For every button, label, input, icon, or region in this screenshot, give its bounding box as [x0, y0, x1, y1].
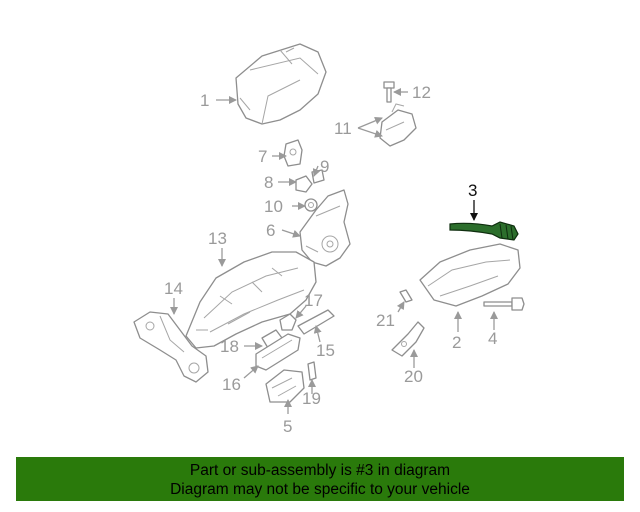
part-5-actuator: [265, 369, 305, 403]
part-2-lower-shroud: [419, 243, 521, 307]
part-20-bracket: [391, 321, 425, 357]
callout-1: 1: [200, 91, 209, 110]
info-banner: Part or sub-assembly is #3 in diagram Di…: [16, 457, 624, 501]
callout-20: 20: [404, 367, 423, 386]
callout-19: 19: [302, 389, 321, 408]
callout-6: 6: [266, 221, 275, 240]
part-1-upper-shroud: [235, 43, 327, 125]
part-8-nut: [295, 175, 313, 193]
callout-3: 3: [468, 181, 477, 200]
banner-line-2: Diagram may not be specific to your vehi…: [170, 481, 470, 498]
part-6-lock-housing: [299, 189, 351, 267]
banner-line-1: Part or sub-assembly is #3 in diagram: [189, 462, 451, 479]
part-14-mount-bracket: [133, 311, 209, 383]
callout-15: 15: [316, 341, 335, 360]
callout-13: 13: [208, 229, 227, 248]
callout-9: 9: [320, 157, 329, 176]
parts-diagram: 1 12 11 7 9 8 10 6 3 13 14 17 15 18 16 1…: [133, 43, 525, 436]
part-12-bolt: [383, 81, 395, 103]
callout-14: 14: [164, 279, 183, 298]
part-15-link: [297, 309, 335, 335]
callout-11: 11: [334, 119, 352, 138]
part-17-clip: [279, 313, 297, 331]
callout-2: 2: [452, 333, 461, 352]
part-3-switch-lever: [449, 221, 519, 241]
part-21-pin: [399, 289, 413, 303]
callout-8: 8: [264, 173, 273, 192]
part-13-column-body: [185, 251, 317, 349]
callout-21: 21: [376, 311, 395, 330]
callout-7: 7: [258, 147, 267, 166]
leader-lines: [170, 88, 498, 414]
callout-labels: 1 12 11 7 9 8 10 6 3 13 14 17 15 18 16 1…: [164, 83, 497, 436]
part-19-pin: [307, 361, 317, 381]
callout-16: 16: [222, 375, 241, 394]
part-7-lock-cylinder: [283, 139, 303, 167]
callout-12: 12: [412, 83, 431, 102]
part-11-bracket: [379, 103, 417, 147]
callout-18: 18: [220, 337, 239, 356]
callout-4: 4: [488, 329, 497, 348]
callout-17: 17: [304, 291, 323, 310]
part-4-screw: [483, 297, 525, 311]
part-10-washer: [304, 198, 318, 212]
callout-5: 5: [283, 417, 292, 436]
callout-10: 10: [264, 197, 283, 216]
